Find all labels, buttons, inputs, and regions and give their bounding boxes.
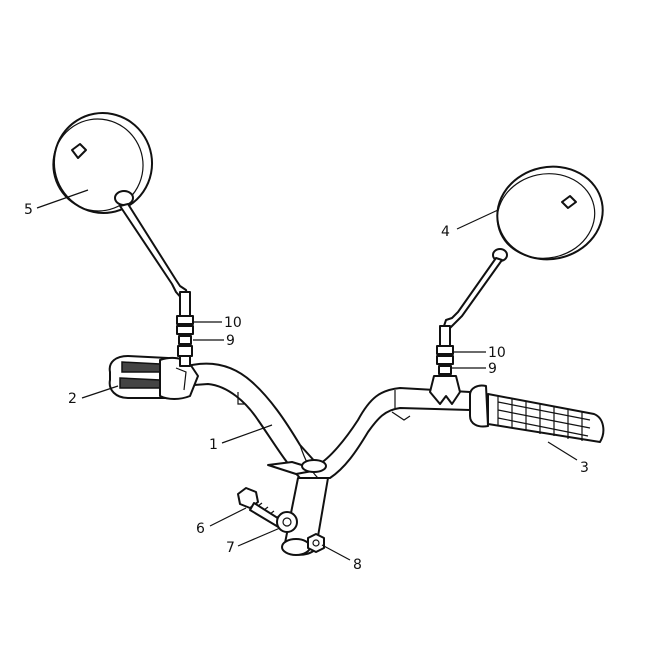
right-mirror-nut-stack [429,345,461,405]
callout-10-left: 10 [224,315,242,331]
callout-7: 7 [226,540,235,556]
callout-labels: 5 4 10 9 10 9 2 1 3 6 7 8 [24,202,589,573]
leader-1 [221,424,273,444]
leader-6 [209,507,247,527]
callout-9-left: 9 [226,333,235,349]
callout-6: 6 [196,521,205,537]
left-mirror-nut-stack [176,315,194,367]
callout-10-right: 10 [488,345,506,361]
leader-7 [237,527,281,547]
callout-4: 4 [441,224,450,240]
callout-1: 1 [209,437,218,453]
leader-4 [456,209,499,230]
leader-5 [36,189,89,209]
leader-2 [81,385,119,399]
callout-2: 2 [68,391,77,407]
leader-3 [547,441,578,461]
callout-9-right: 9 [488,361,497,377]
washer [276,511,298,533]
handlebar-tube [179,362,471,479]
clamp-bolt [237,487,285,529]
callout-8: 8 [353,557,362,573]
right-grip [469,384,605,443]
callout-5: 5 [24,202,33,218]
callout-3: 3 [580,460,589,476]
right-mirror [439,165,604,347]
nut [307,533,325,553]
leader-lines [36,189,578,561]
left-mirror [52,112,191,317]
leader-8 [321,544,351,561]
left-grip [108,355,199,400]
